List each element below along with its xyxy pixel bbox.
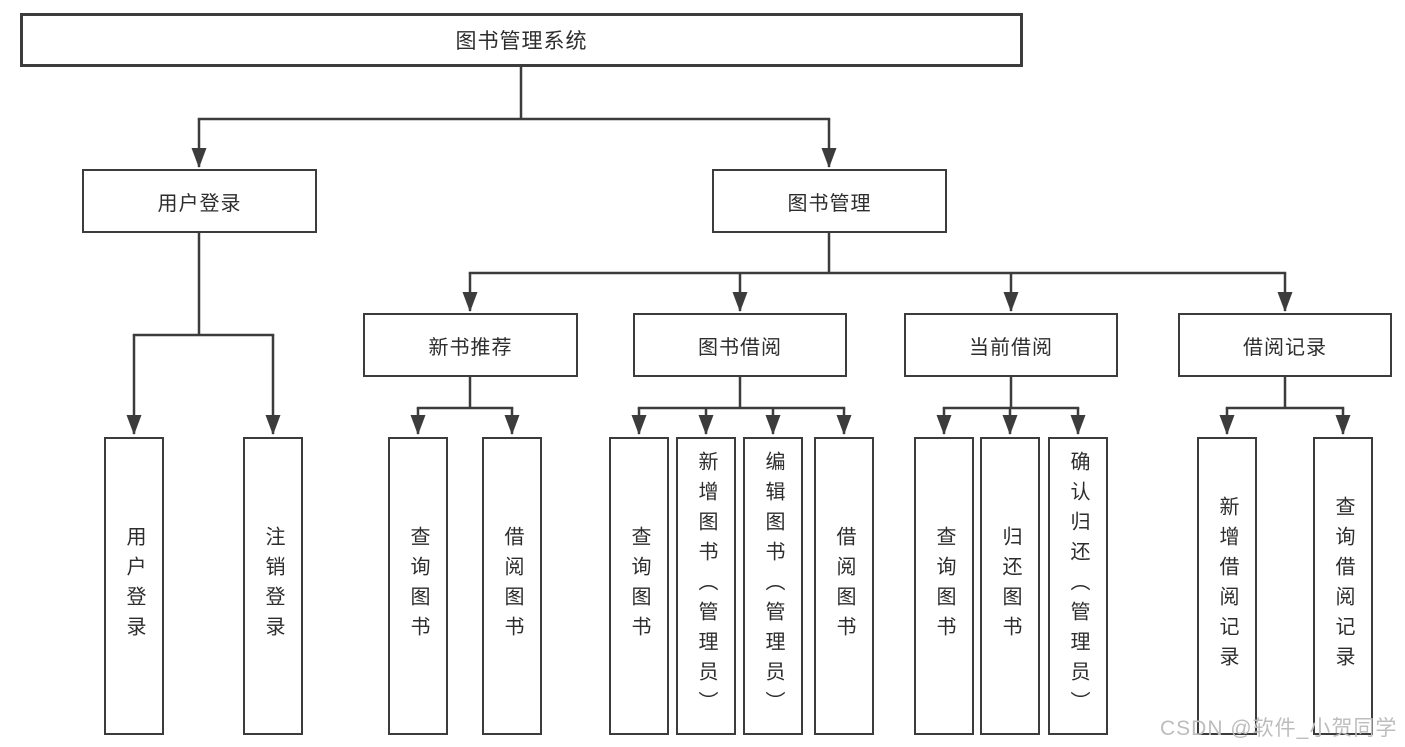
- node-label: 查询图书: [933, 526, 955, 646]
- leaf-logout: 注销登录: [243, 437, 303, 735]
- leaf-bb-query-books: 查询图书: [609, 437, 669, 735]
- node-label: 图书借阅: [698, 336, 782, 359]
- node-new-book-recommendation: 新书推荐: [363, 313, 578, 377]
- node-current-borrowing: 当前借阅: [904, 313, 1118, 377]
- node-label: 用户登录: [157, 192, 242, 215]
- leaf-bb-add-books-admin: 新增图书（管理员）: [676, 437, 736, 735]
- leaf-cb-return-books: 归还图书: [980, 437, 1040, 735]
- node-label: 用户登录: [123, 526, 145, 646]
- node-label: 借阅记录: [1243, 336, 1327, 359]
- leaf-nbr-borrow-books: 借阅图书: [482, 437, 542, 735]
- node-label: 借阅图书: [501, 526, 523, 646]
- node-label: 新增图书（管理员）: [695, 451, 717, 721]
- node-library-management-system: 图书管理系统: [20, 13, 1023, 67]
- node-label: 图书管理系统: [455, 30, 588, 53]
- node-label: 图书管理: [787, 192, 872, 215]
- node-borrowing-records: 借阅记录: [1178, 313, 1392, 377]
- node-label: 查询图书: [407, 526, 429, 646]
- node-label: 确认归还（管理员）: [1067, 451, 1089, 721]
- leaf-user-login: 用户登录: [104, 437, 164, 735]
- node-label: 新书推荐: [428, 336, 513, 359]
- node-label: 归还图书: [999, 526, 1021, 646]
- node-label: 注销登录: [262, 526, 284, 646]
- node-book-borrowing: 图书借阅: [633, 313, 847, 377]
- node-label: 借阅图书: [833, 526, 855, 646]
- leaf-br-query-borrow-record: 查询借阅记录: [1313, 437, 1373, 735]
- leaf-nbr-query-books: 查询图书: [388, 437, 448, 735]
- node-user-login: 用户登录: [82, 169, 317, 233]
- node-label: 查询图书: [628, 526, 650, 646]
- node-label: 新增借阅记录: [1216, 496, 1238, 676]
- node-label: 查询借阅记录: [1332, 496, 1354, 676]
- leaf-bb-borrow-books: 借阅图书: [814, 437, 874, 735]
- leaf-cb-confirm-return-admin: 确认归还（管理员）: [1048, 437, 1108, 735]
- node-book-management: 图书管理: [712, 169, 947, 233]
- leaf-cb-query-books: 查询图书: [914, 437, 974, 735]
- node-label: 当前借阅: [969, 336, 1053, 359]
- watermark: CSDN @软件_小贺同学: [1160, 717, 1398, 740]
- leaf-bb-edit-books-admin: 编辑图书（管理员）: [743, 437, 803, 735]
- node-label: 编辑图书（管理员）: [762, 451, 784, 721]
- leaf-br-add-borrow-record: 新增借阅记录: [1197, 437, 1257, 735]
